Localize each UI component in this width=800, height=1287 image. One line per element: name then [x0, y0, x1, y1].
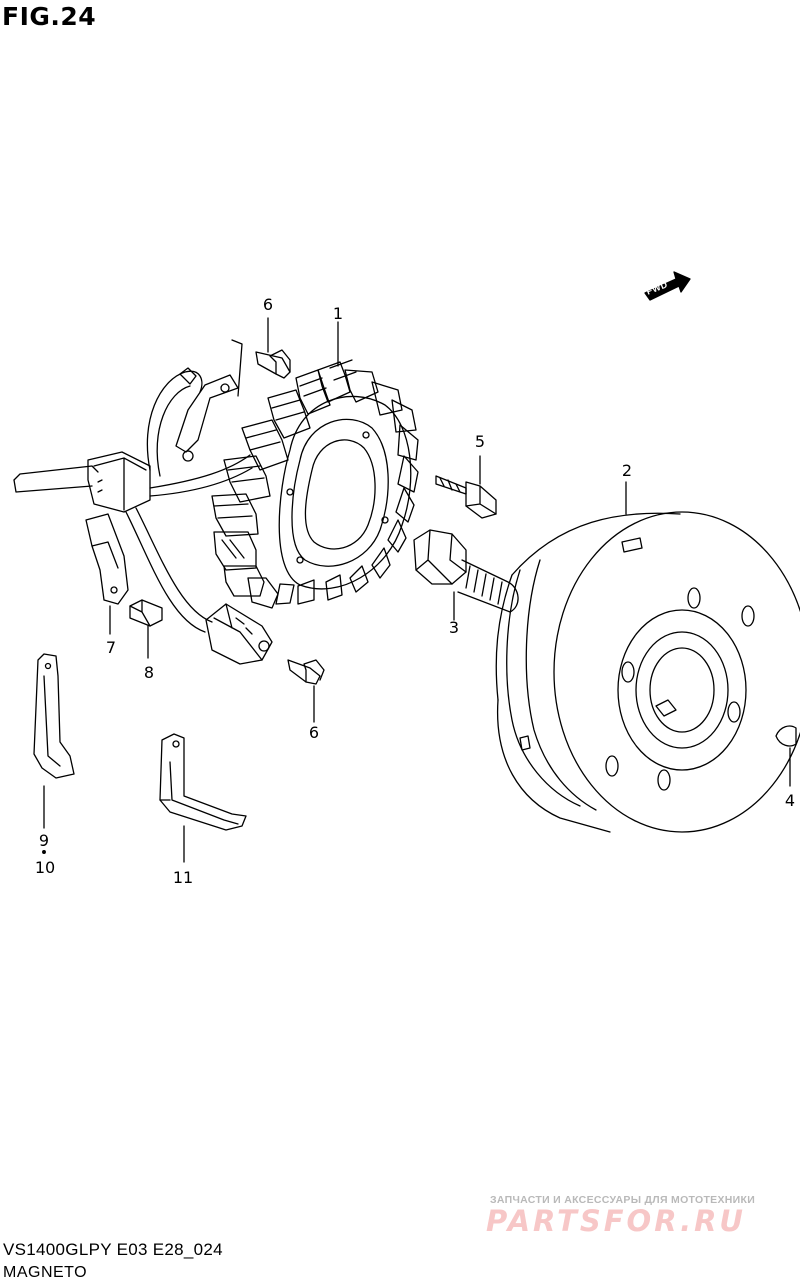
strap-part-9-10	[33, 653, 75, 854]
bolt-part-8	[129, 599, 163, 659]
bolt-part-6-upper	[255, 317, 291, 379]
stator-part-1	[211, 359, 419, 609]
callout-11: 11	[172, 868, 194, 887]
callout-6-upper: 6	[262, 295, 274, 314]
bracket-part-7	[85, 513, 129, 635]
callout-2: 2	[621, 461, 633, 480]
callout-9: 9	[38, 831, 50, 850]
callout-8: 8	[143, 663, 155, 682]
bolt-part-6-lower	[287, 659, 325, 723]
watermark-tagline: ЗАПЧАСТИ И АКСЕССУАРЫ ДЛЯ МОТОТЕХНИКИ	[490, 1194, 756, 1206]
model-code: VS1400GLPY E03 E28_024	[3, 1240, 223, 1259]
key-part-4	[775, 725, 797, 787]
rotor-part-2	[495, 481, 800, 833]
wire-harness	[13, 339, 273, 665]
callout-10: 10	[34, 858, 56, 877]
callout-3: 3	[448, 618, 460, 637]
callout-4: 4	[784, 791, 796, 810]
bolt-part-5	[435, 455, 497, 519]
figure-label: FIG.24	[2, 2, 97, 31]
callout-5: 5	[474, 432, 486, 451]
callout-1: 1	[332, 304, 344, 323]
bracket-part-11	[159, 733, 247, 863]
watermark-logo: PARTSFOR.RU	[486, 1204, 746, 1238]
section-name: MAGNETO	[3, 1264, 88, 1281]
callout-7: 7	[105, 638, 117, 657]
fwd-arrow-icon	[644, 271, 691, 301]
callout-6-lower: 6	[308, 723, 320, 742]
